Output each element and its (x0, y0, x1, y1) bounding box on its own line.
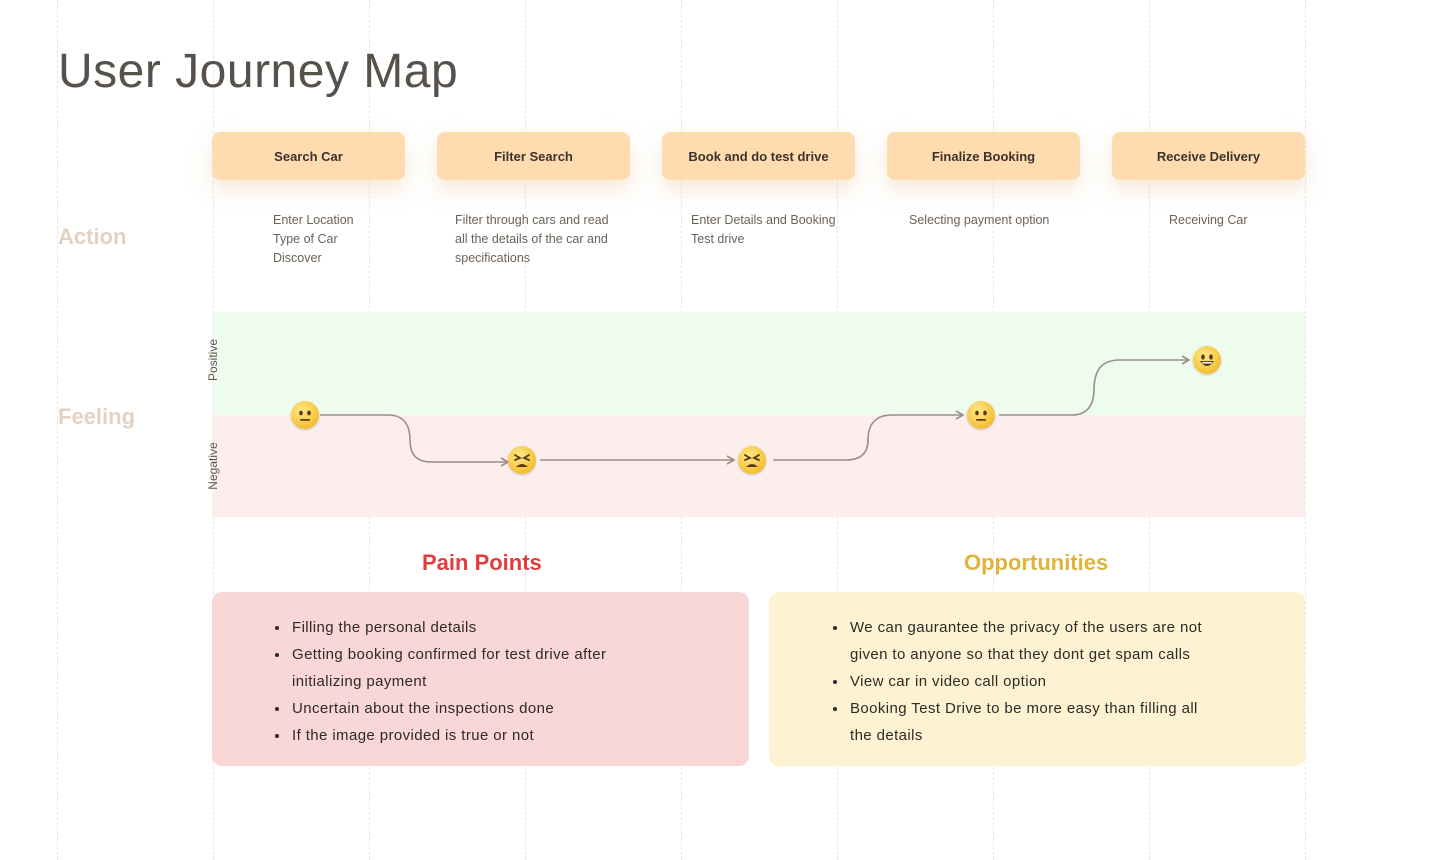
action-line: all the details of the car and (455, 232, 608, 246)
neutral-face-icon (967, 401, 995, 429)
frustrated-face-icon (508, 446, 536, 474)
opportunities-title: Opportunities (964, 550, 1109, 575)
row-label-feeling: Feeling (58, 404, 136, 429)
action-line: Receiving Car (1169, 213, 1248, 227)
action-line: Test drive (691, 232, 745, 246)
row-label-action: Action (58, 224, 127, 249)
stage-book-test-drive[interactable]: Book and do test drive (662, 132, 855, 180)
action-filter-search: Filter through cars and read all the det… (455, 211, 609, 268)
grid-line (1305, 0, 1306, 860)
list-item: View car in video call option (848, 668, 1202, 695)
action-line: Enter Location (273, 213, 354, 227)
pain-points-panel: Filling the personal details Getting boo… (212, 592, 749, 766)
stage-search-car[interactable]: Search Car (212, 132, 405, 180)
stage-finalize-booking[interactable]: Finalize Booking (887, 132, 1080, 180)
action-search-car: Enter Location Type of Car Discover (273, 211, 354, 268)
action-book-test-drive: Enter Details and Booking Test drive (691, 211, 836, 249)
list-item: We can gaurantee the privacy of the user… (848, 614, 1202, 641)
stage-filter-search[interactable]: Filter Search (437, 132, 630, 180)
action-receive-delivery: Receiving Car (1169, 211, 1248, 230)
list-item: If the image provided is true or not (290, 722, 606, 749)
neutral-face-icon (291, 401, 319, 429)
list-item: Booking Test Drive to be more easy than … (848, 695, 1202, 722)
action-line: Selecting payment option (909, 213, 1050, 227)
happy-face-icon (1193, 346, 1221, 374)
action-line: Filter through cars and read (455, 213, 609, 227)
positive-axis-label: Positive (206, 338, 220, 382)
action-line: Discover (273, 251, 322, 265)
frustrated-face-icon (738, 446, 766, 474)
list-item: Uncertain about the inspections done (290, 695, 606, 722)
negative-axis-label: Negative (206, 442, 220, 490)
pain-points-title: Pain Points (422, 550, 542, 575)
action-line: specifications (455, 251, 531, 265)
list-item: Getting booking confirmed for test drive… (290, 641, 606, 668)
grid-line (57, 0, 58, 860)
action-finalize-booking: Selecting payment option (909, 211, 1049, 230)
positive-band (212, 312, 1305, 415)
action-line: Enter Details and Booking (691, 213, 836, 227)
action-line: Type of Car (273, 232, 338, 246)
opportunities-panel: We can gaurantee the privacy of the user… (769, 592, 1305, 766)
list-item: initializing payment (292, 673, 427, 690)
stage-receive-delivery[interactable]: Receive Delivery (1112, 132, 1305, 180)
page-title: User Journey Map (58, 45, 459, 98)
list-item: given to anyone so that they dont get sp… (850, 646, 1191, 663)
list-item: Filling the personal details (290, 614, 606, 641)
list-item: the details (850, 727, 923, 744)
